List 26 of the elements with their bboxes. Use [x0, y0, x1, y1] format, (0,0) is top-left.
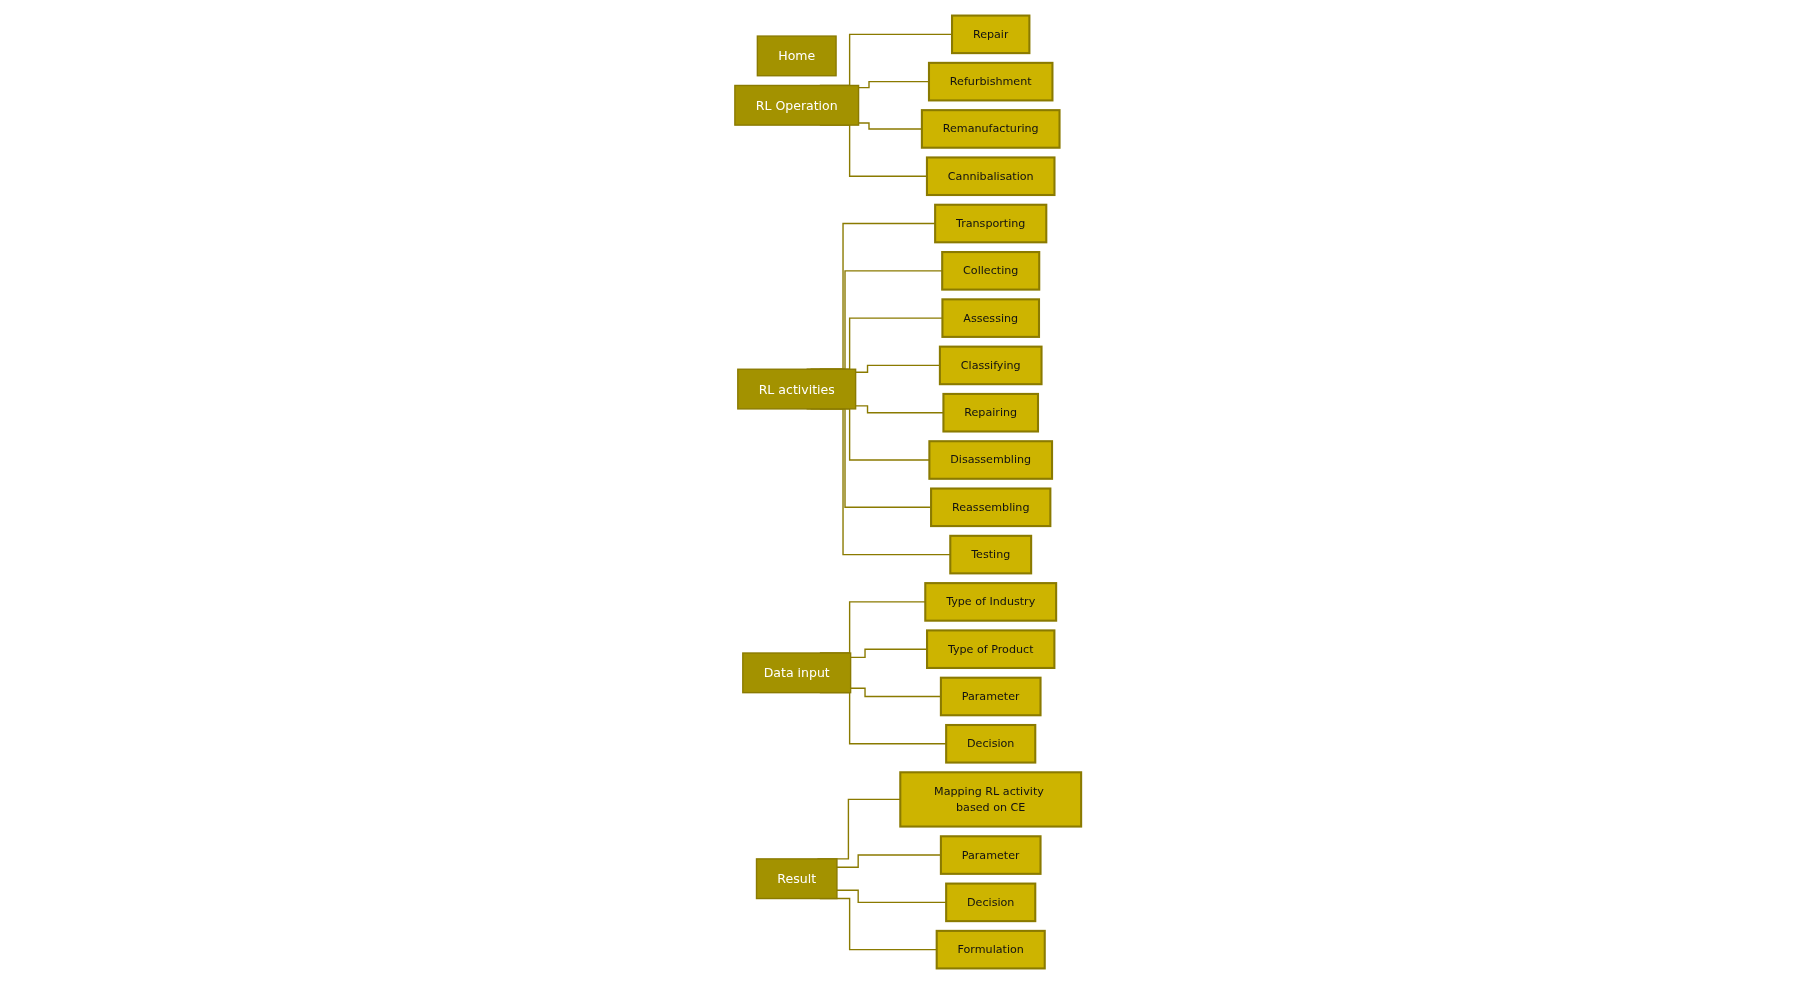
node-box: Classifying: [938, 345, 1043, 386]
node-box: Type of Industry: [924, 582, 1058, 622]
node-box: RL Operation: [734, 84, 860, 126]
node-box: RL activities: [737, 368, 857, 410]
node-box: Home: [756, 35, 837, 77]
node-box: Reassembling: [930, 487, 1052, 528]
node-box: Transporting: [934, 203, 1048, 244]
node-box: Result: [755, 858, 838, 900]
node-box: Repair: [951, 14, 1031, 55]
node-box: Decision: [945, 882, 1037, 923]
node-box: Refurbishment: [927, 61, 1054, 102]
node-box: Decision: [945, 723, 1037, 764]
node-box: Formulation: [935, 929, 1046, 970]
node-box: Parameter: [939, 676, 1042, 717]
connector: [836, 889, 947, 904]
node-box: Data input: [742, 652, 852, 694]
node-box: Repairing: [942, 392, 1040, 433]
node-box: Mapping RL activity based on CE: [899, 771, 1083, 828]
node-box: Parameter: [939, 835, 1042, 875]
node-box: Type of Product: [926, 629, 1056, 669]
node-box: Remanufacturing: [920, 109, 1061, 149]
node-box: Cannibalisation: [925, 156, 1056, 197]
node-box: Assessing: [941, 298, 1041, 338]
node-box: Disassembling: [928, 440, 1054, 480]
node-box: Collecting: [941, 251, 1041, 291]
node-box: Testing: [949, 534, 1033, 575]
